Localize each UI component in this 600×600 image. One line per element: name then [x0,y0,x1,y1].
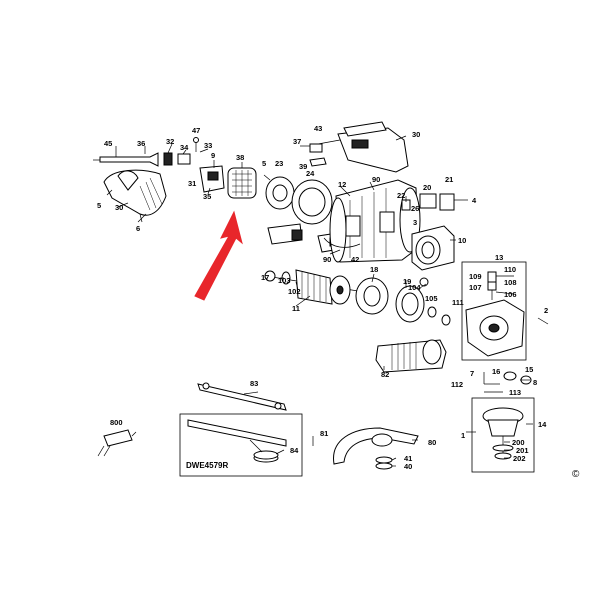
fan-baffle-38 [227,167,257,199]
label-15: 15 [525,365,533,374]
label-6: 6 [136,224,140,233]
brush-holder-group [263,174,347,253]
front-housing-top [309,121,409,173]
label-42: 42 [351,255,359,264]
label-10: 10 [458,236,466,245]
label-12: 12 [338,180,346,189]
label-90: 90 [372,175,380,184]
label-102: 102 [288,287,301,296]
label-33: 33 [204,141,212,150]
kit-box-label: DWE4579R [186,461,228,470]
label-14: 14 [538,420,547,429]
label-45: 45 [104,139,112,148]
gear-head-13 [461,261,549,361]
label-20: 20 [423,183,431,192]
label-201: 201 [516,446,529,455]
label-107: 107 [469,283,482,292]
label-105: 105 [425,294,438,303]
label-26: 26 [411,204,419,213]
label-34: 34 [180,143,189,152]
label-7: 7 [470,369,474,378]
label-106: 106 [504,290,517,299]
label-800: 800 [110,418,123,427]
label-200: 200 [512,438,525,447]
label-21: 21 [445,175,453,184]
label-108: 108 [504,278,517,287]
rear-handle-group [93,137,225,223]
label-35: 35 [203,192,211,201]
label-17: 17 [261,273,269,282]
label-112: 112 [451,380,463,389]
part-number-labels: 45 36 32 47 34 33 9 31 35 38 5 23 24 37 … [97,124,580,480]
spanner-83 [197,382,287,411]
highlight-arrow [194,210,243,301]
label-109: 109 [469,272,482,281]
label-30b: 30 [115,203,123,212]
label-3: 3 [413,218,417,227]
label-47: 47 [192,126,200,135]
label-113: 113 [509,388,521,397]
label-1: 1 [461,431,465,440]
label-19: 19 [403,277,411,286]
side-handle-82 [375,339,447,373]
wheel-guard-80 [312,427,419,470]
label-4: 4 [472,196,477,205]
armature-11 [264,269,389,315]
label-104: 104 [408,283,421,292]
label-16: 16 [492,367,500,376]
label-22: 22 [397,191,405,200]
copyright-symbol: © [572,469,580,480]
label-202: 202 [513,454,526,463]
label-31: 31 [188,179,196,188]
label-82: 82 [381,370,389,379]
label-8: 8 [533,378,537,387]
label-80: 80 [428,438,436,447]
label-43: 43 [314,124,322,133]
label-13: 13 [495,253,503,262]
label-38: 38 [236,153,244,162]
cable-800 [97,429,137,457]
label-24: 24 [306,169,315,178]
label-11: 11 [292,304,300,313]
kit-box [179,413,303,477]
label-9: 9 [211,151,215,160]
label-37: 37 [293,137,301,146]
label-36: 36 [137,139,145,148]
label-5: 5 [262,159,266,168]
label-32: 32 [166,137,174,146]
gear-case-14 [466,397,535,473]
bearing-19 [395,277,451,326]
label-84: 84 [290,446,299,455]
label-83: 83 [250,379,258,388]
label-40: 40 [404,462,412,471]
leader-lines [115,135,533,467]
label-81: 81 [320,429,328,438]
label-41: 41 [404,454,412,463]
label-5b: 5 [97,201,101,210]
label-110: 110 [504,265,516,274]
label-18: 18 [370,265,378,274]
label-103: 103 [278,276,291,285]
label-90b: 90 [323,255,331,264]
label-30: 30 [412,130,420,139]
label-2: 2 [544,306,548,315]
label-111: 111 [452,298,464,307]
stator-10 [411,225,455,271]
label-39: 39 [299,162,307,171]
label-23: 23 [275,159,283,168]
